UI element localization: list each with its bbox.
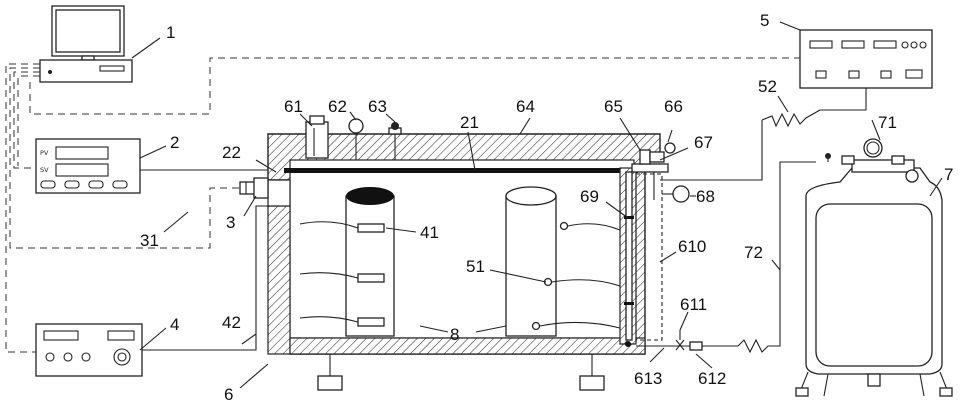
label-611: 611 <box>680 295 707 314</box>
label-42: 42 <box>222 313 241 332</box>
label-61: 61 <box>284 97 303 116</box>
label-65: 65 <box>604 97 623 116</box>
label-31: 31 <box>140 231 159 250</box>
heater-rod <box>284 168 638 173</box>
label-52: 52 <box>758 77 777 96</box>
label-64: 64 <box>516 97 535 116</box>
label-2: 2 <box>170 133 179 152</box>
label-5: 5 <box>760 11 769 30</box>
label-68: 68 <box>696 187 715 206</box>
label-610: 610 <box>678 237 706 256</box>
label-7: 7 <box>944 165 953 184</box>
label-1: 1 <box>166 23 175 42</box>
level-gauge-assembly <box>620 143 816 352</box>
label-71: 71 <box>878 113 897 132</box>
label-51: 51 <box>466 257 485 276</box>
label-63: 63 <box>368 97 387 116</box>
sv-text: SV <box>40 166 49 174</box>
label-67: 67 <box>694 133 713 152</box>
label-3: 3 <box>226 213 235 232</box>
label-62: 62 <box>328 97 347 116</box>
label-22: 22 <box>222 143 241 162</box>
feedthrough <box>240 178 268 198</box>
temperature-controller: PV SV <box>36 139 140 193</box>
label-66: 66 <box>664 97 683 116</box>
label-8: 8 <box>450 325 459 344</box>
power-supply <box>36 324 142 376</box>
data-logger <box>800 30 932 88</box>
label-69: 69 <box>580 187 599 206</box>
label-613: 613 <box>634 369 662 388</box>
computer <box>40 6 132 82</box>
label-6: 6 <box>224 385 233 404</box>
label-612: 612 <box>698 369 726 388</box>
label-4: 4 <box>170 315 179 334</box>
label-41: 41 <box>420 223 439 242</box>
label-72: 72 <box>744 243 763 262</box>
dewar-tank <box>796 139 952 396</box>
pv-text: PV <box>40 149 49 157</box>
label-21: 21 <box>460 113 479 132</box>
